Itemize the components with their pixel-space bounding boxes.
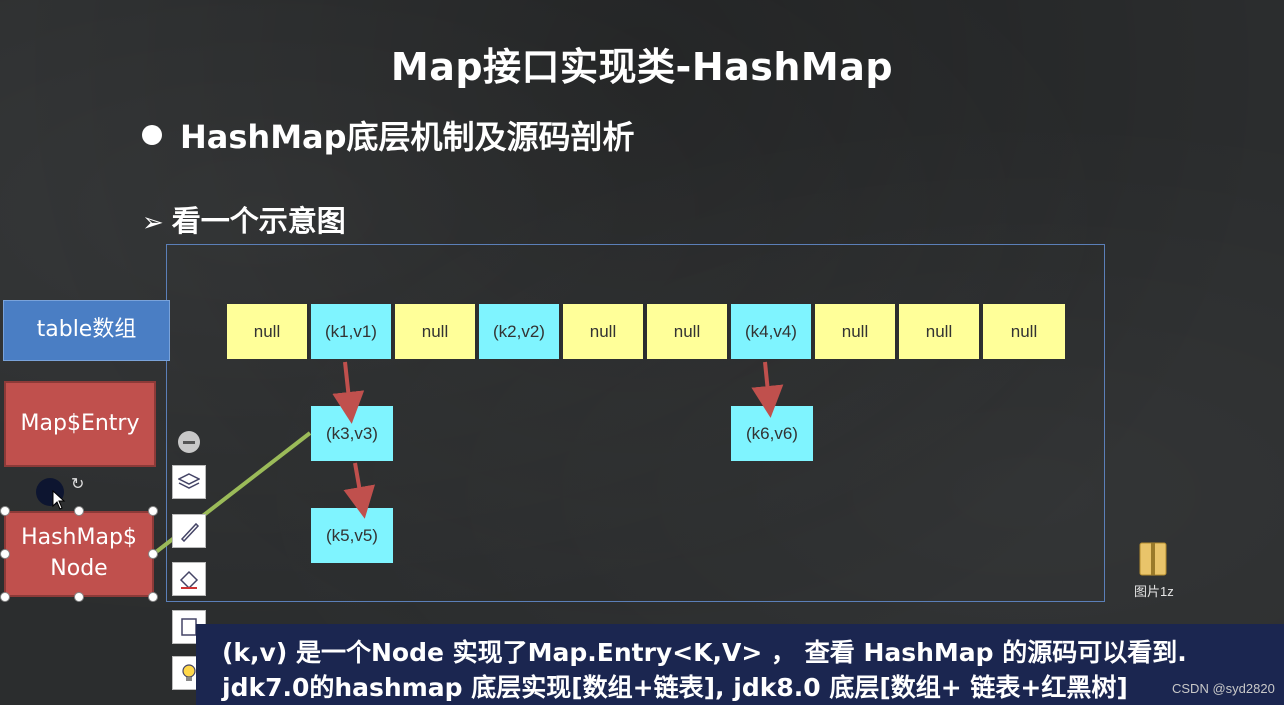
table-cell-7: null bbox=[815, 304, 897, 359]
table-cell-0: null bbox=[227, 304, 309, 359]
bullet-text: HashMap底层机制及源码剖析 bbox=[180, 118, 635, 156]
watermark: CSDN @syd2820 bbox=[1172, 681, 1275, 696]
note-line-2: jdk7.0的hashmap 底层实现[数组+链表], jdk8.0 底层[数组… bbox=[222, 673, 1128, 702]
file-label[interactable]: 图片1z bbox=[1134, 584, 1174, 599]
arrow-k1-to-k3 bbox=[332, 361, 365, 424]
arrow-bullet-icon: ➢ bbox=[142, 208, 164, 238]
table-cell-5: null bbox=[647, 304, 729, 359]
pen-tool[interactable] bbox=[172, 514, 206, 548]
legend-node-text: HashMap$ Node bbox=[21, 523, 137, 585]
legend-table-box[interactable]: table数组 bbox=[3, 300, 170, 361]
note-line-1: (k,v) 是一个Node 实现了Map.Entry<K,V> ， 查看 Has… bbox=[222, 638, 1187, 667]
resize-handle-b[interactable] bbox=[74, 592, 84, 602]
bullet-dot-icon bbox=[142, 125, 162, 145]
table-cell-8: null bbox=[899, 304, 981, 359]
legend-entry-label: Map$Entry bbox=[20, 410, 140, 436]
resize-handle-br[interactable] bbox=[148, 592, 158, 602]
folder-zip-icon[interactable] bbox=[1138, 541, 1168, 577]
layers-tool[interactable] bbox=[172, 465, 206, 499]
resize-handle-l[interactable] bbox=[0, 549, 10, 559]
arrow-k4-to-k6 bbox=[751, 361, 784, 418]
arrow-k3-to-k5 bbox=[343, 462, 376, 519]
rotate-handle-icon[interactable]: ↻ bbox=[71, 474, 85, 493]
sub-heading: ➢看一个示意图 bbox=[142, 198, 346, 240]
layers-icon bbox=[178, 473, 200, 489]
zoom-out-icon[interactable] bbox=[178, 431, 200, 453]
diagram-frame bbox=[166, 244, 1105, 602]
resize-handle-t[interactable] bbox=[74, 506, 84, 516]
table-cell-9: null bbox=[983, 304, 1065, 359]
resize-handle-tl[interactable] bbox=[0, 506, 10, 516]
table-cell-3: (k2,v2) bbox=[479, 304, 561, 359]
lightbulb-icon bbox=[182, 664, 196, 681]
legend-table-label: table数组 bbox=[36, 317, 137, 343]
resize-handle-r[interactable] bbox=[148, 549, 158, 559]
slide-title: Map接口实现类-HashMap bbox=[390, 45, 894, 89]
table-cell-1: (k1,v1) bbox=[311, 304, 393, 359]
table-cell-4: null bbox=[563, 304, 645, 359]
table-cell-6: (k4,v4) bbox=[731, 304, 813, 359]
legend-node-line2: Node bbox=[50, 556, 108, 581]
caption-band bbox=[196, 624, 1284, 705]
pen-icon bbox=[180, 522, 200, 542]
legend-node-line1: HashMap$ bbox=[21, 525, 137, 551]
eraser-tool[interactable] bbox=[172, 562, 206, 596]
resize-handle-tr[interactable] bbox=[148, 506, 158, 516]
legend-node-box[interactable]: HashMap$ Node bbox=[4, 511, 154, 597]
eraser-icon bbox=[179, 570, 199, 590]
legend-entry-box[interactable]: Map$Entry bbox=[4, 381, 156, 467]
mouse-cursor-icon bbox=[52, 490, 66, 510]
table-cell-2: null bbox=[395, 304, 477, 359]
bullet-heading: HashMap底层机制及源码剖析 bbox=[142, 112, 635, 158]
sub-heading-text: 看一个示意图 bbox=[171, 204, 346, 238]
resize-handle-bl[interactable] bbox=[0, 592, 10, 602]
